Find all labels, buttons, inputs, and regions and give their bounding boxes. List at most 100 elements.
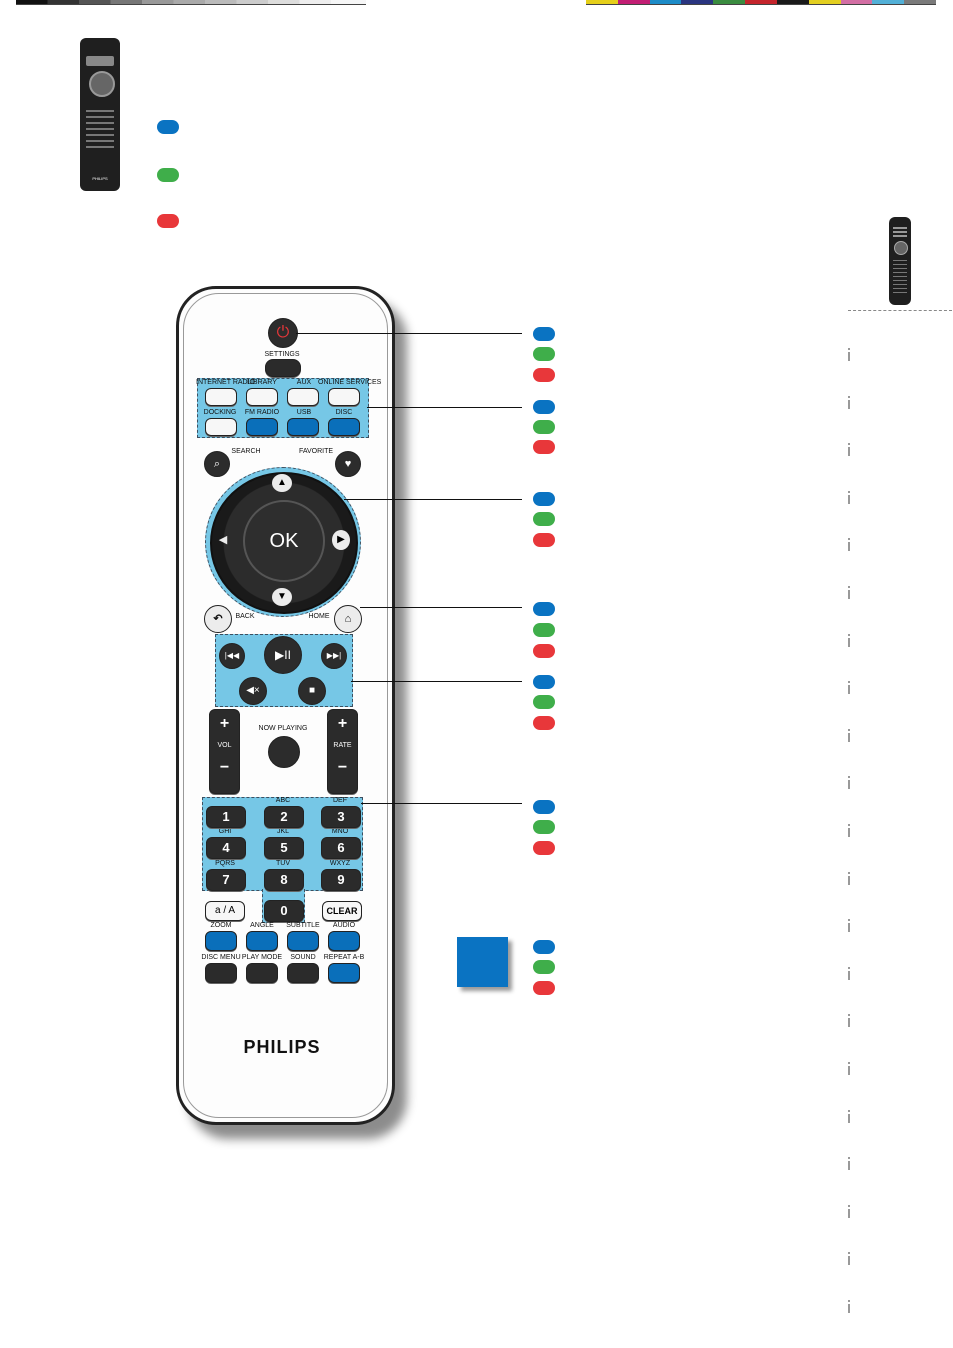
disc-label: DISC (335, 409, 353, 416)
green-marker (533, 960, 555, 974)
digit-0-button[interactable]: 0 (264, 900, 304, 922)
left-button[interactable]: ◀ (214, 530, 232, 550)
play-pause-button[interactable]: ▶II (264, 636, 302, 674)
now-playing-button[interactable] (268, 736, 300, 768)
favorite-button[interactable]: ♥ (335, 451, 361, 477)
next-icon: ▶▶| (326, 651, 342, 660)
previous-icon: |◀◀ (224, 651, 240, 660)
margin-tick (848, 1300, 850, 1313)
margin-tick (848, 872, 850, 885)
usb-button[interactable] (287, 418, 319, 436)
library-label: LIBRARY (247, 379, 277, 386)
margin-tick (848, 1252, 850, 1265)
settings-label: SETTINGS (264, 351, 300, 358)
volume-label: VOL (217, 742, 232, 749)
def-label: DEF (333, 797, 347, 804)
rate-up-label: + (337, 715, 348, 732)
search-icon: ⌕ (213, 458, 221, 470)
now-playing-label: NOW PLAYING (258, 725, 308, 732)
digit-8-button[interactable]: 8 (264, 869, 304, 891)
back-button[interactable]: ↶ (204, 605, 232, 633)
stop-button[interactable]: ■ (298, 677, 326, 705)
margin-tick (848, 538, 850, 551)
arrow-left-icon: ◀ (218, 534, 228, 546)
blue-marker (533, 602, 555, 616)
angle-button[interactable] (246, 931, 278, 951)
ok-button[interactable]: OK (243, 500, 325, 582)
fm-radio-button[interactable] (246, 418, 278, 436)
power-button[interactable]: ⏻ (268, 318, 298, 348)
digit-6-button[interactable]: 6 (321, 837, 361, 859)
digit-1-button[interactable]: 1 (206, 806, 246, 828)
previous-button[interactable]: |◀◀ (219, 643, 245, 669)
settings-button[interactable] (265, 359, 301, 377)
right-button[interactable]: ▶ (332, 530, 350, 550)
digit-7-button[interactable]: 7 (206, 869, 246, 891)
back-label: BACK (235, 613, 255, 620)
play-mode-button[interactable] (246, 963, 278, 983)
digit-9-button[interactable]: 9 (321, 869, 361, 891)
docking-button[interactable] (205, 418, 237, 436)
leader-playback (351, 681, 522, 682)
blue-marker (533, 400, 555, 414)
up-button[interactable]: ▲ (272, 474, 292, 492)
abc-label: ABC (275, 797, 291, 804)
digit-3-button[interactable]: 3 (321, 806, 361, 828)
subtitle-button[interactable] (287, 931, 319, 951)
leader-keypad (361, 803, 522, 804)
disc-button[interactable] (328, 418, 360, 436)
margin-tick (848, 586, 850, 599)
color-swatch (808, 0, 841, 4)
rate-down-label: − (337, 759, 348, 776)
ghi-label: GHI (218, 828, 232, 835)
sound-button[interactable] (287, 963, 319, 983)
audio-label: AUDIO (332, 922, 356, 929)
arrow-up-icon: ▲ (277, 477, 287, 488)
color-swatch (904, 0, 936, 4)
repeat-ab-button[interactable] (328, 963, 360, 983)
play-pause-icon: ▶II (275, 648, 291, 662)
red-marker (533, 981, 555, 995)
zoom-button[interactable] (205, 931, 237, 951)
volume-rocker[interactable]: + VOL − (209, 709, 240, 794)
red-marker (533, 644, 555, 658)
digit-2-button[interactable]: 2 (264, 806, 304, 828)
home-label: HOME (308, 613, 330, 620)
case-toggle-button[interactable]: a / A (205, 901, 245, 921)
clear-button[interactable]: CLEAR (322, 901, 362, 921)
green-marker (533, 347, 555, 361)
blue-marker (157, 120, 179, 134)
volume-down-label: − (219, 759, 230, 776)
aux-button[interactable] (287, 388, 319, 406)
home-button[interactable]: ⌂ (334, 605, 362, 633)
color-swatch (681, 0, 714, 4)
green-marker (533, 420, 555, 434)
search-button[interactable]: ⌕ (204, 451, 230, 477)
digit-5-button[interactable]: 5 (264, 837, 304, 859)
red-marker (533, 716, 555, 730)
red-marker (533, 841, 555, 855)
angle-label: ANGLE (250, 922, 274, 929)
margin-tick (848, 1062, 850, 1075)
margin-tick (848, 1157, 850, 1170)
usb-label: USB (296, 409, 312, 416)
repeat-ab-label: REPEAT A-B (323, 954, 365, 961)
next-button[interactable]: ▶▶| (321, 643, 347, 669)
color-swatch (713, 0, 746, 4)
audio-button[interactable] (328, 931, 360, 951)
margin-tick (848, 396, 850, 409)
leader-nav (344, 499, 522, 500)
rate-rocker[interactable]: + RATE − (327, 709, 358, 794)
thumbnail-brand: PHILIPS (92, 176, 108, 181)
library-button[interactable] (246, 388, 278, 406)
green-marker (533, 512, 555, 526)
red-marker (533, 368, 555, 382)
internet-radio-button[interactable] (205, 388, 237, 406)
down-button[interactable]: ▼ (272, 588, 292, 606)
disc-menu-button[interactable] (205, 963, 237, 983)
online-services-button[interactable] (328, 388, 360, 406)
right-dotted-rule (848, 310, 952, 313)
digit-4-button[interactable]: 4 (206, 837, 246, 859)
color-swatch (649, 0, 682, 4)
mute-button[interactable]: ◀× (239, 677, 267, 705)
